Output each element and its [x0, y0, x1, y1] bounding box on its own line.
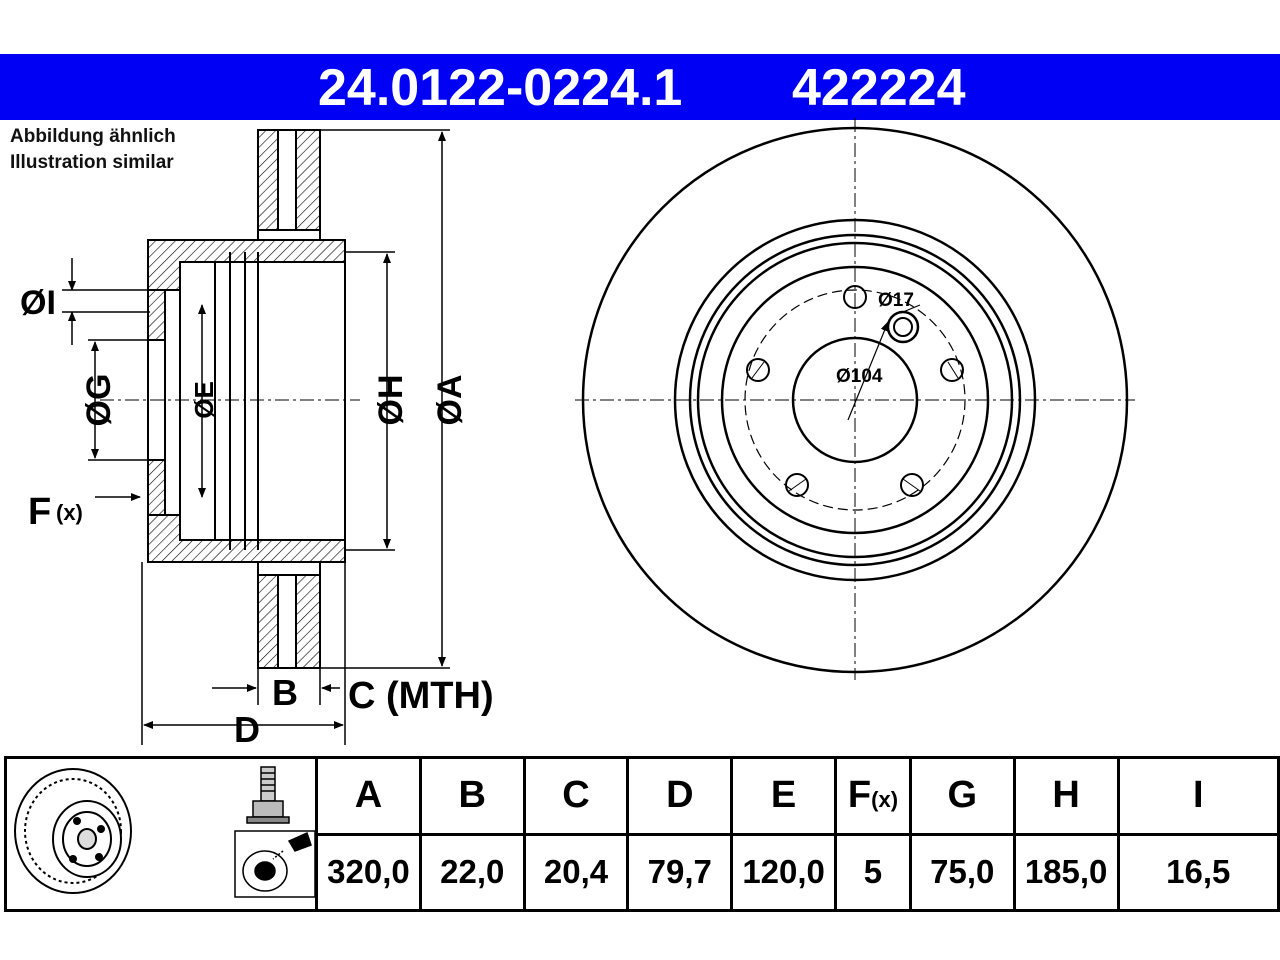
header-d: D: [626, 756, 734, 836]
part-number: 24.0122-0224.1: [318, 59, 683, 117]
value-a: 320,0: [315, 832, 422, 912]
threaded-hole: [886, 310, 920, 344]
label-f-sub: (x): [56, 500, 83, 525]
label-dia-g: ØG: [80, 374, 118, 427]
value-d: 79,7: [626, 832, 734, 912]
value-c: 20,4: [522, 832, 630, 912]
label-dia-h: ØH: [372, 375, 410, 426]
value-h: 185,0: [1012, 832, 1120, 912]
label-dia-a: ØA: [431, 375, 469, 426]
header-c: C: [522, 756, 630, 836]
label-pcd: Ø104: [836, 366, 883, 387]
header-e: E: [730, 756, 838, 836]
brake-disc-icon: [14, 768, 132, 894]
hat-flange-bottom: [147, 459, 166, 516]
label-hole-dia: Ø17: [878, 290, 914, 311]
value-i: 16,5: [1116, 832, 1280, 912]
value-g: 75,0: [908, 832, 1016, 912]
label-dia-i: ØI: [20, 284, 56, 322]
value-b: 22,0: [418, 832, 526, 912]
hat-bottom-wall: [147, 514, 346, 563]
icon-panel: [14, 766, 316, 898]
header-h: H: [1012, 756, 1120, 836]
value-e: 120,0: [730, 832, 838, 912]
table-value-row: 320,0 22,0 20,4 79,7 120,0 5 75,0 185,0 …: [6, 832, 1280, 912]
label-dia-e: ØE: [189, 381, 219, 419]
technical-drawing: ØI ØG ØE ØH ØA F (x) B C (MTH) D: [20, 118, 1135, 750]
front-view: [575, 118, 1135, 680]
bolt-icon: [246, 766, 290, 824]
table-header-row: A B C D E F(x) G H I: [4, 756, 1280, 912]
hat-flange-top: [147, 289, 166, 341]
bolt-holes: [746, 285, 964, 497]
hat-top-wall: [147, 239, 346, 291]
header-g: G: [908, 756, 1016, 836]
spec-table: A B C D E F(x) G H I 320,0 22,0 20,4 79,…: [4, 756, 1280, 912]
brake-cleaner-icon: [234, 830, 316, 898]
header-a: A: [315, 756, 422, 836]
illustration-note: Abbildung ähnlich Illustration similar: [10, 124, 176, 176]
icon-cell: [4, 756, 318, 912]
header-f-sub: (x): [871, 787, 899, 813]
header-b: B: [418, 756, 526, 836]
label-f: F: [28, 491, 51, 533]
value-f: 5: [834, 832, 912, 912]
label-d: D: [234, 709, 260, 750]
label-b: B: [272, 672, 298, 713]
header-bar: 24.0122-0224.1 422224: [0, 54, 1280, 120]
header-f: F(x): [834, 756, 912, 836]
header-i: I: [1116, 756, 1280, 836]
label-c-mth: C (MTH): [348, 675, 494, 717]
note-line-de: Abbildung ähnlich: [10, 126, 176, 147]
header-f-letter: F: [847, 774, 872, 817]
cross-section-view: [62, 129, 450, 745]
note-line-en: Illustration similar: [10, 152, 174, 173]
reference-number: 422224: [792, 59, 966, 117]
